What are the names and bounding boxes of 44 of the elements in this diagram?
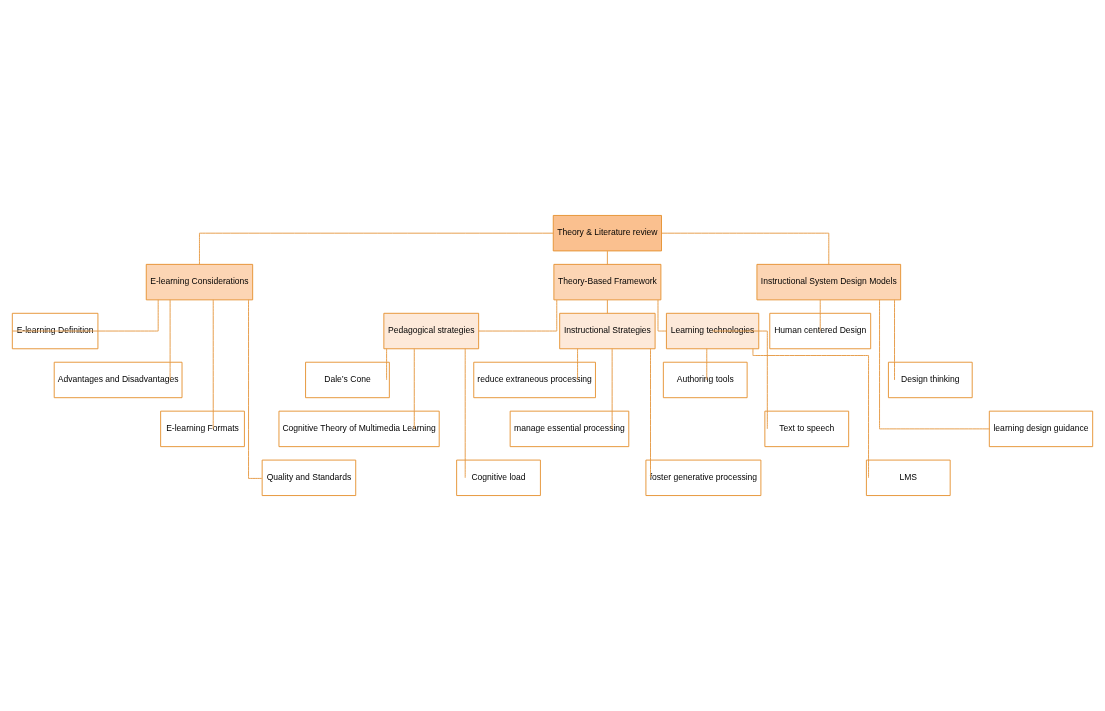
connector xyxy=(606,299,608,314)
connector xyxy=(819,299,821,332)
connector xyxy=(11,299,159,332)
node-box: E-learning Formats xyxy=(160,410,245,448)
connector xyxy=(661,232,830,265)
connector xyxy=(650,348,651,479)
node-box: Design thinking xyxy=(887,361,973,399)
node-box: Dale’s Cone xyxy=(305,361,390,399)
node-box: Text to speech xyxy=(764,410,850,448)
node-box: Cognitive load xyxy=(456,459,541,496)
connector xyxy=(894,299,895,381)
node-box: LMS xyxy=(865,459,951,496)
node-box: E-learning Definition xyxy=(11,312,99,350)
node-box: Pedagogical strategies xyxy=(383,312,480,350)
connector xyxy=(712,330,768,430)
node-box: Learning technologies xyxy=(665,312,760,350)
node-box: Quality and Standards xyxy=(261,459,357,496)
connector xyxy=(611,348,613,430)
node-box: Theory & Literature review xyxy=(552,215,662,252)
node-box: reduce extraneous processing xyxy=(473,361,596,399)
connector xyxy=(752,348,869,479)
connector xyxy=(464,348,466,479)
node-box: Instructional System Design Models xyxy=(756,263,902,301)
connector xyxy=(879,299,991,430)
node-box: Theory-Based Framework xyxy=(553,263,662,301)
connector xyxy=(169,299,171,381)
node-box: Authoring tools xyxy=(662,361,748,399)
connector xyxy=(657,299,667,332)
node-box: learning design guidance xyxy=(988,410,1094,448)
connector xyxy=(413,348,415,430)
node-box: Cognitive Theory of Multimedia Learning xyxy=(278,410,440,448)
connector xyxy=(199,232,554,265)
node-box: E-learning Considerations xyxy=(145,263,254,301)
connector xyxy=(606,250,608,265)
connector xyxy=(386,348,388,381)
connector xyxy=(706,348,708,381)
node-box: Advantages and Disadvantages xyxy=(53,361,183,399)
connector xyxy=(577,348,579,381)
node-box: foster generative processing xyxy=(645,459,762,496)
node-box: Human centered Design xyxy=(769,312,872,350)
node-box: Instructional Strategies xyxy=(559,312,656,350)
node-box: manage essential processing xyxy=(509,410,630,448)
connector xyxy=(212,299,214,430)
connector xyxy=(478,299,558,332)
